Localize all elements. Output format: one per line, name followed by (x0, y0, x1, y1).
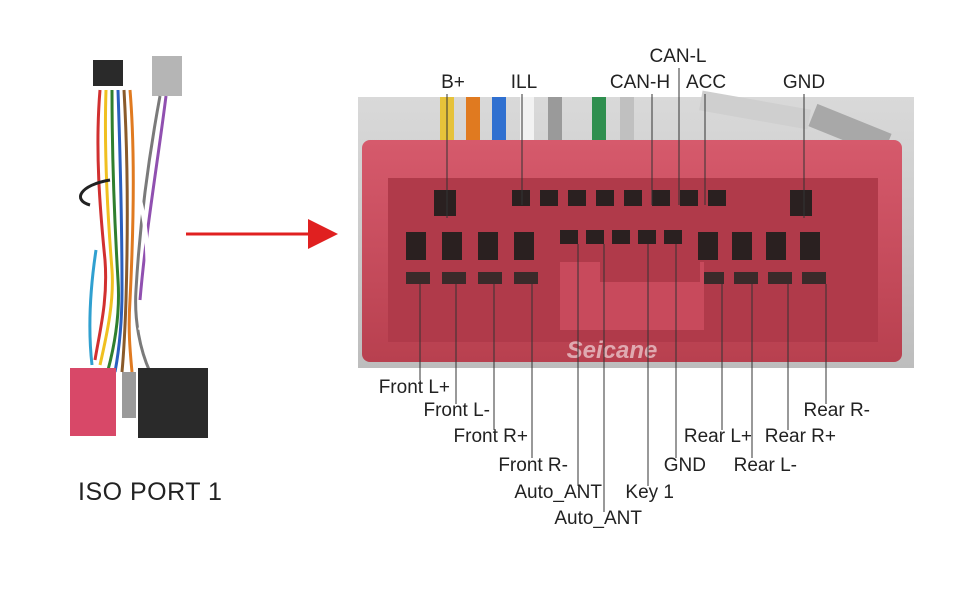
harness-antenna-plug (122, 372, 136, 418)
top-row-cavities (434, 190, 812, 216)
pin-label-auto-ant-2: Auto_ANT (554, 508, 642, 529)
pin-label-rear-l-plus: Rear L+ (684, 426, 752, 447)
connector-key (560, 262, 704, 330)
pin-label-front-l-plus: Front L+ (379, 377, 450, 398)
pin-label-can-h: CAN-H (610, 72, 670, 93)
pin-label-key1: Key 1 (625, 482, 674, 503)
connector-photo: Seicane (358, 90, 914, 368)
harness-plug-black (93, 60, 123, 86)
pin-label-can-l: CAN-L (649, 46, 706, 67)
pin-label-front-r-minus: Front R- (498, 455, 568, 476)
pin-label-ill: ILL (511, 72, 537, 93)
pin-label-gnd-top: GND (783, 72, 825, 93)
pin-label-rear-l-minus: Rear L- (734, 455, 797, 476)
pin-label-gnd-bottom: GND (664, 455, 706, 476)
harness-plug-black-large (138, 368, 208, 438)
harness-plug-grey (152, 56, 182, 96)
pin-label-front-r-plus: Front R+ (454, 426, 528, 447)
middle-row-cavities (406, 230, 820, 260)
pin-label-b-plus: B+ (441, 72, 465, 93)
pin-label-acc: ACC (686, 72, 726, 93)
pin-labels: B+ ILL CAN-L CAN-H ACC GND Front L+Front L- Fro… (379, 46, 870, 529)
wiring-harness-image (70, 56, 208, 438)
harness-plug-red (70, 368, 116, 436)
bottom-row-terminals (406, 272, 826, 284)
pin-label-rear-r-plus: Rear R+ (765, 426, 836, 447)
pin-label-auto-ant-1: Auto_ANT (514, 482, 602, 503)
watermark: Seicane (567, 337, 658, 364)
pin-label-front-l-minus: Front L- (423, 400, 490, 421)
pin-label-rear-r-minus: Rear R- (803, 400, 870, 421)
harness-wires (79, 89, 168, 373)
leader-lines (419, 68, 827, 512)
port-title: ISO PORT 1 (78, 478, 223, 506)
